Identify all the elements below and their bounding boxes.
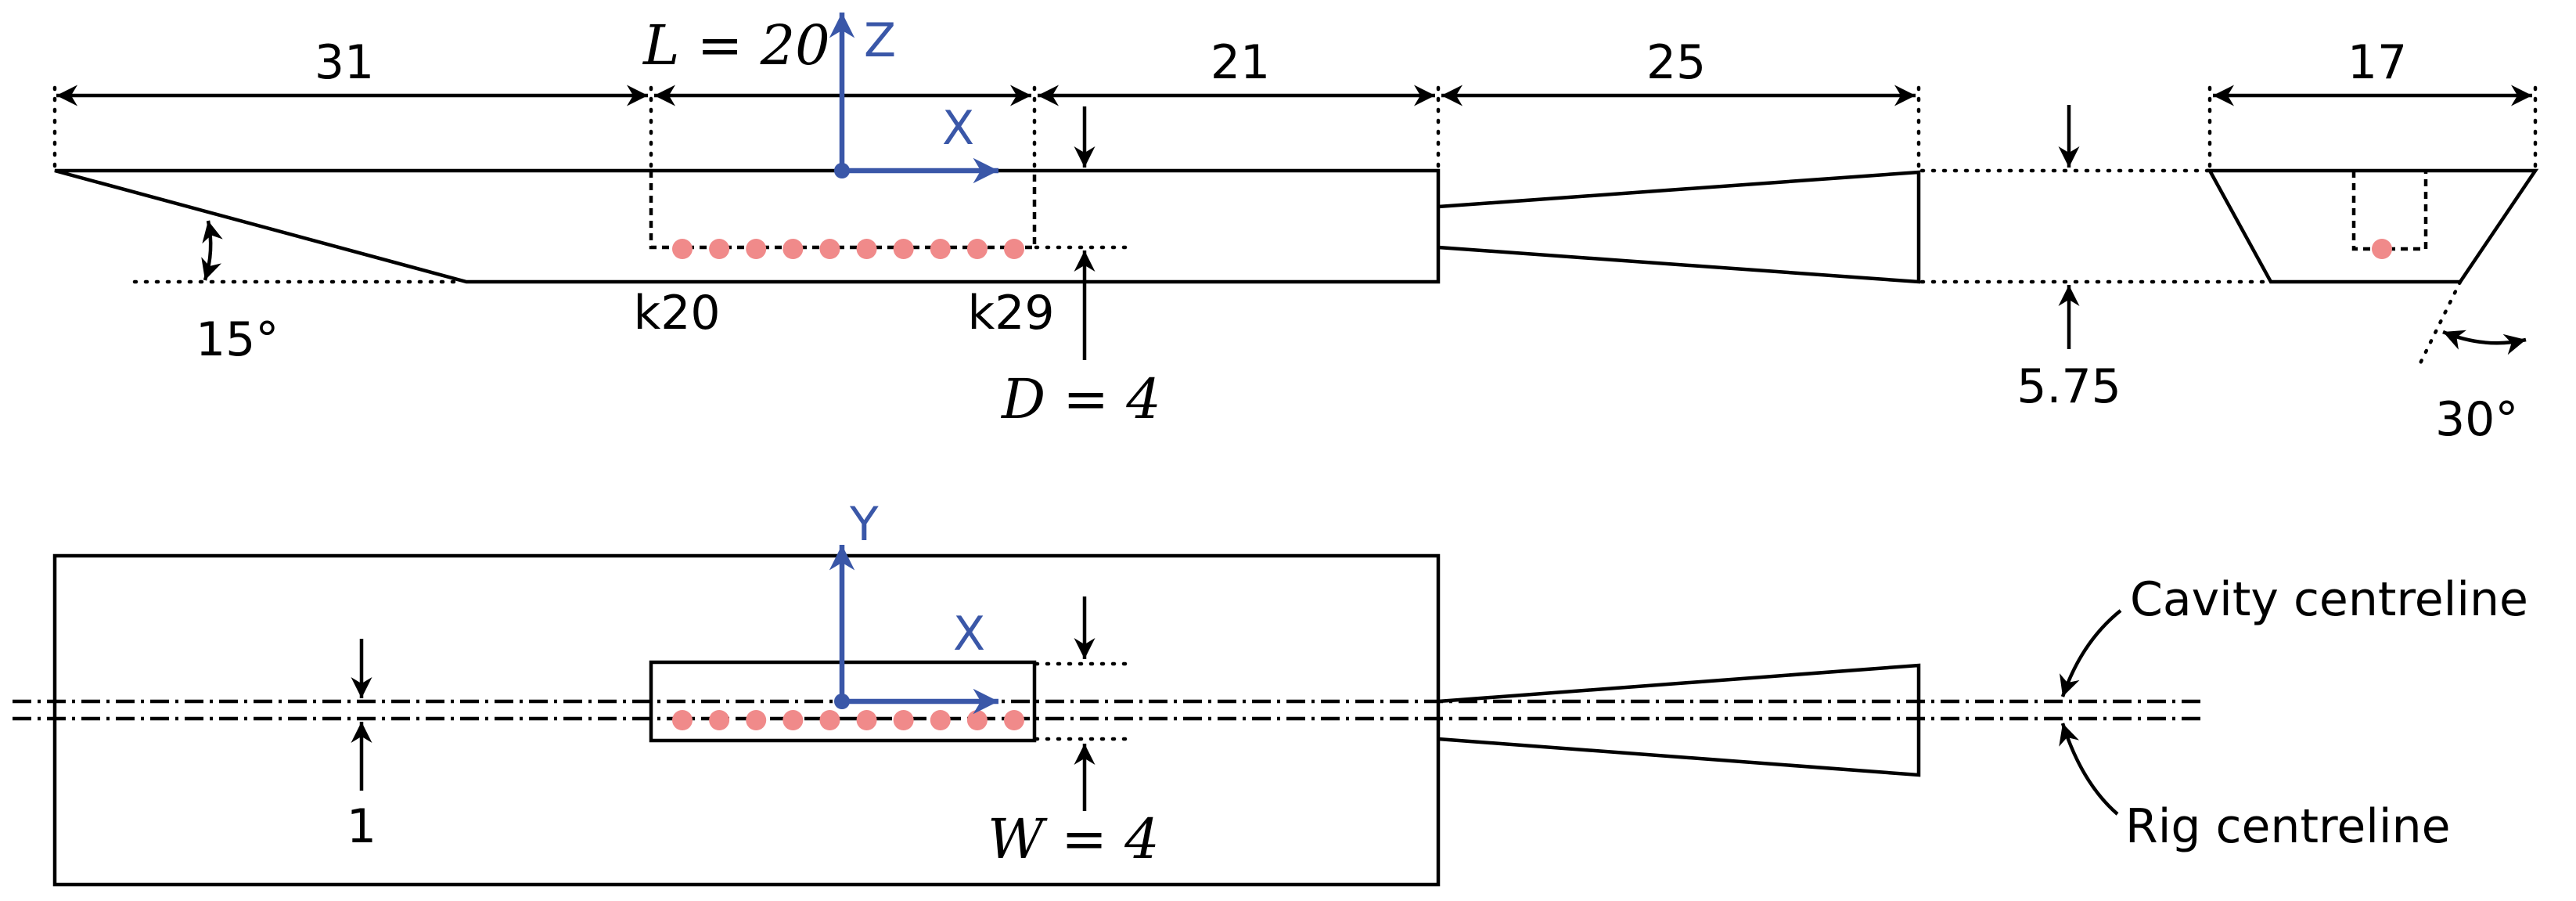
dim-label-cavity-length: L = 20 [642, 13, 830, 77]
height-label: 5.75 [2017, 359, 2121, 414]
probe-marker [1004, 710, 1024, 730]
probe-marker [672, 239, 693, 259]
probe-marker [893, 710, 914, 730]
probe-marker [893, 239, 914, 259]
end-view-cavity [2351, 171, 2428, 251]
dim-label-25: 25 [1646, 35, 1706, 90]
probe-marker [856, 239, 877, 259]
x-axis-label-side: X [942, 101, 974, 156]
probe-row-side [672, 239, 1024, 259]
probe-marker [819, 710, 840, 730]
cavity-centreline-leader [2059, 609, 2122, 697]
ramp-angle-label: 15° [196, 312, 279, 367]
dim-label-31: 31 [315, 35, 374, 90]
probe-marker [709, 710, 730, 730]
probe-marker [672, 710, 693, 730]
end-view-probe [2372, 239, 2392, 259]
origin-dot-plan [834, 694, 850, 709]
probe-label-last: k29 [967, 286, 1054, 341]
origin-dot-side [834, 163, 850, 178]
probe-marker [783, 239, 804, 259]
end-view-outline [2207, 168, 2539, 284]
cavity-centreline-label: Cavity centreline [2130, 572, 2528, 627]
probe-marker [819, 239, 840, 259]
probe-row-plan [672, 710, 1024, 730]
wall-angle-arc [2442, 330, 2527, 355]
probe-marker [930, 710, 951, 730]
rig-centreline-label: Rig centreline [2125, 799, 2451, 854]
y-axis-label: Y [849, 497, 879, 552]
side-diffuser-outline [1437, 170, 1921, 284]
probe-marker [930, 239, 951, 259]
probe-marker [966, 239, 988, 259]
wall-angle-label: 30° [2435, 392, 2518, 447]
width-label: W = 4 [988, 807, 1160, 871]
side-cavity-outline [649, 171, 1037, 250]
side-body-outline [54, 168, 1441, 284]
probe-marker [709, 239, 730, 259]
end-view: 17 5.75 30° [2017, 35, 2539, 447]
ramp-angle-arc [201, 220, 223, 281]
rig-centreline-leader [2059, 723, 2119, 816]
depth-label: D = 4 [1000, 367, 1161, 431]
probe-marker [746, 710, 767, 730]
dim-label-21: 21 [1211, 35, 1270, 90]
z-axis-label: Z [864, 13, 896, 68]
side-view: 31 L = 20 21 25 D = 4 15° k20 k29 X Z [52, 13, 2272, 431]
probe-marker [856, 710, 877, 730]
probe-marker [1004, 239, 1024, 259]
probe-label-first: k20 [633, 286, 720, 341]
probe-marker [746, 239, 767, 259]
offset-label: 1 [347, 799, 376, 854]
probe-marker [966, 710, 988, 730]
wall-extension-line [2416, 279, 2463, 370]
plan-view: 1 W = 4 X Y Cavity centreline Rig centre… [13, 497, 2528, 887]
probe-marker [783, 710, 804, 730]
dim-label-17: 17 [2348, 35, 2407, 90]
x-axis-label-plan: X [953, 607, 985, 661]
